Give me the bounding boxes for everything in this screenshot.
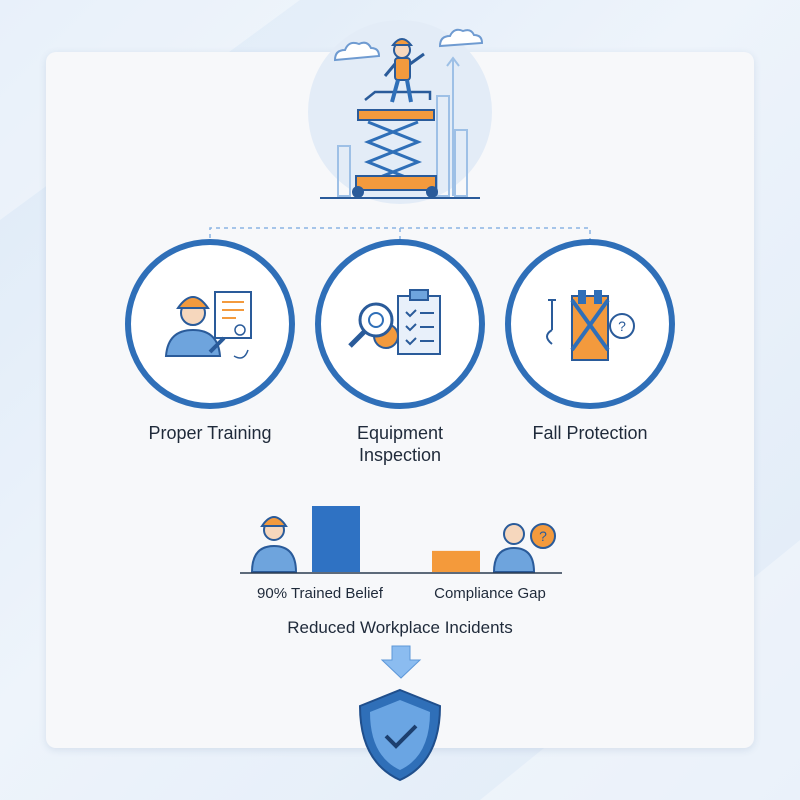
shield-check-icon <box>358 688 442 782</box>
fall-protection-label: Fall Protection <box>532 423 648 443</box>
connector-lines <box>209 227 591 246</box>
person-question-icon: ? <box>492 523 556 573</box>
bar-compliance-gap <box>432 550 480 572</box>
inspection-label-line1: Equipment <box>356 423 444 443</box>
bar-trained-belief <box>312 506 360 572</box>
outcome-label: Reduced Workplace Incidents <box>287 618 513 637</box>
small-worker-icon <box>250 516 298 573</box>
bar-label-compliance-gap: Compliance Gap <box>434 585 546 602</box>
svg-text:?: ? <box>618 318 626 334</box>
scissor-lift-worker-icon <box>308 20 492 204</box>
bar-label-trained-belief: 90% Trained Belief <box>257 585 383 602</box>
training-worker-icon <box>125 239 295 409</box>
inspection-label-line2: Inspection <box>358 445 442 465</box>
harness-icon: ? <box>505 239 675 409</box>
inspection-gear-icon <box>315 239 485 409</box>
down-arrow-icon <box>380 645 422 679</box>
training-label: Proper Training <box>148 423 272 443</box>
svg-text:?: ? <box>539 528 547 544</box>
